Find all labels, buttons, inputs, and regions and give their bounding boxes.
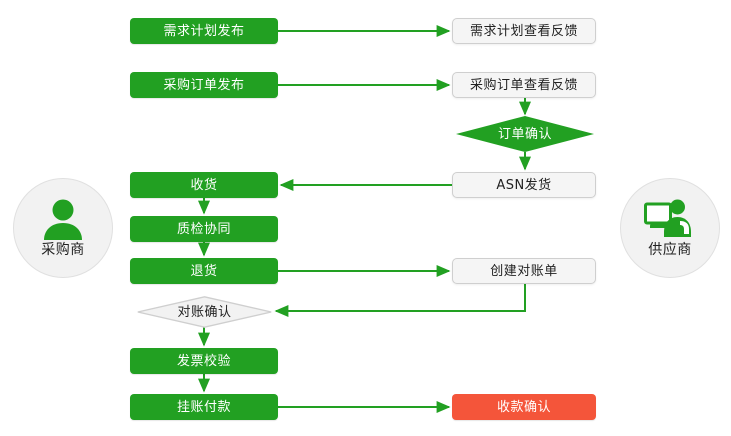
node-payment-receipt-confirm-label: 收款确认 (496, 399, 551, 415)
node-goods-receipt-label: 收货 (190, 177, 218, 193)
node-purchase-order-publish[interactable]: 采购订单发布 (130, 72, 278, 98)
node-reconcile-confirm-label: 对账确认 (177, 304, 232, 320)
node-asn-shipment-label: ASN发货 (496, 177, 552, 193)
actor-supplier[interactable]: 供应商 (620, 178, 720, 278)
wire-statement-to-reconcile (274, 284, 526, 317)
node-order-confirm-label: 订单确认 (497, 126, 552, 142)
node-payment-posting-label: 挂账付款 (176, 399, 231, 415)
node-invoice-verify[interactable]: 发票校验 (130, 348, 278, 374)
node-order-confirm[interactable]: 订单确认 (456, 116, 594, 152)
node-asn-shipment[interactable]: ASN发货 (452, 172, 596, 198)
actor-supplier-label: 供应商 (648, 242, 692, 258)
person-icon (41, 199, 85, 241)
node-reconcile-confirm[interactable]: 对账确认 (137, 296, 272, 328)
node-goods-receipt[interactable]: 收货 (130, 172, 278, 198)
node-purchase-order-publish-label: 采购订单发布 (163, 77, 245, 93)
person-at-computer-icon (644, 199, 696, 241)
node-create-statement[interactable]: 创建对账单 (452, 258, 596, 284)
node-create-statement-label: 创建对账单 (490, 263, 558, 279)
diamond-shape-gray (137, 296, 272, 328)
node-quality-inspection[interactable]: 质检协同 (130, 216, 278, 242)
node-purchase-order-feedback[interactable]: 采购订单查看反馈 (452, 72, 596, 98)
node-purchase-order-feedback-label: 采购订单查看反馈 (469, 77, 578, 93)
node-demand-plan-publish-label: 需求计划发布 (163, 23, 245, 39)
node-payment-receipt-confirm[interactable]: 收款确认 (452, 394, 596, 420)
actor-buyer-label: 采购商 (41, 242, 85, 258)
node-demand-plan-feedback[interactable]: 需求计划查看反馈 (452, 18, 596, 44)
node-return-goods[interactable]: 退货 (130, 258, 278, 284)
diamond-shape-green (456, 116, 594, 152)
node-quality-inspection-label: 质检协同 (176, 221, 231, 237)
node-return-goods-label: 退货 (190, 263, 218, 279)
node-payment-posting[interactable]: 挂账付款 (130, 394, 278, 420)
node-demand-plan-feedback-label: 需求计划查看反馈 (469, 23, 578, 39)
node-invoice-verify-label: 发票校验 (176, 353, 231, 369)
actor-buyer[interactable]: 采购商 (13, 178, 113, 278)
node-demand-plan-publish[interactable]: 需求计划发布 (130, 18, 278, 44)
